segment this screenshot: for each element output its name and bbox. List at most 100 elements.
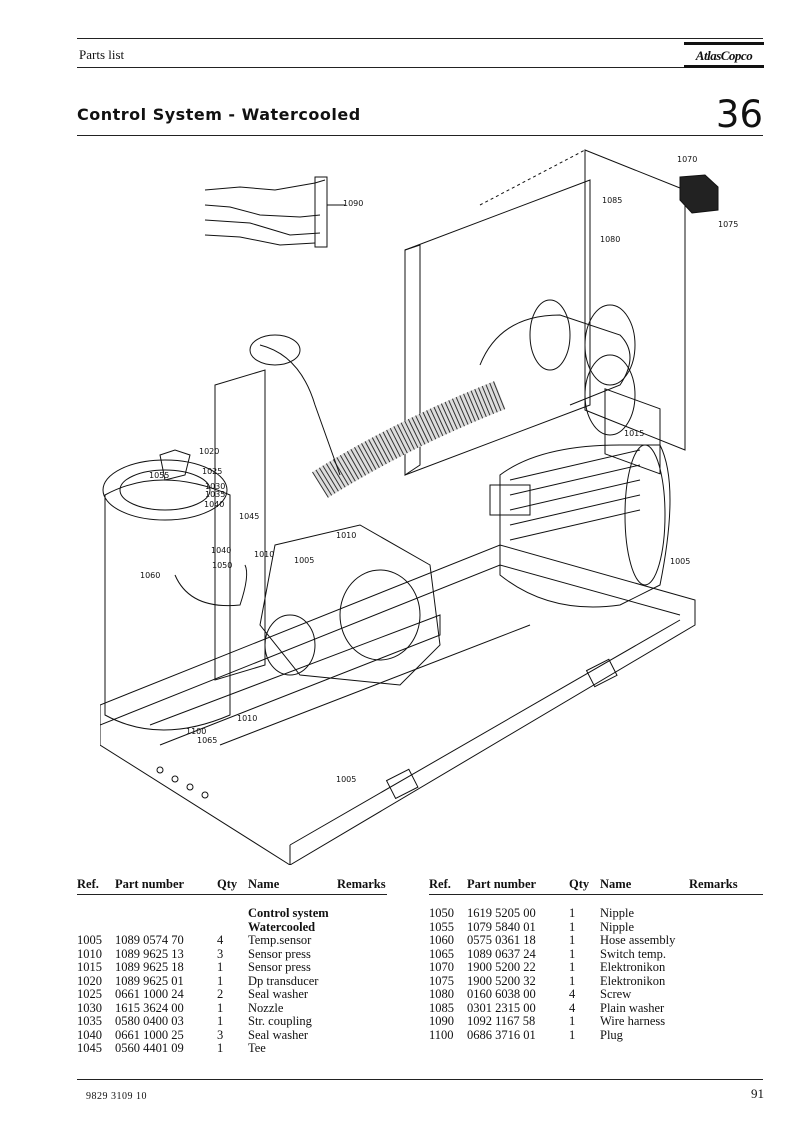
elektronikon-module (679, 174, 719, 214)
name-cell: Hose assembly (600, 933, 676, 947)
section-title: Control System - Watercooled (77, 105, 361, 124)
qty-cell: 1 (569, 1027, 576, 1042)
part-number-cell: 0575 0361 18 (467, 933, 536, 947)
ref-cell: 1040 (77, 1027, 102, 1042)
callout-label: 1005 (670, 557, 690, 566)
name-cell: Tee (248, 1041, 266, 1055)
callout-label: 1085 (602, 196, 622, 205)
vessel (102, 449, 231, 731)
compressor-element (259, 524, 441, 686)
callout-label: 1005 (294, 556, 314, 565)
callout-label: 1005 (336, 775, 356, 784)
qty-cell: 3 (217, 946, 224, 961)
ref-cell: 1035 (77, 1014, 102, 1028)
header-bottom-rule (77, 67, 763, 68)
table-header-row: Ref. Part number Qty Name Remarks (429, 877, 763, 895)
qty-cell: 3 (217, 1027, 224, 1042)
sensor-hose (174, 564, 248, 607)
document-number: 9829 3109 10 (86, 1091, 147, 1102)
qty-cell: 1 (217, 1014, 224, 1028)
wire-harness (204, 176, 345, 248)
flexible-hose (312, 381, 506, 498)
callout-label: 1045 (239, 512, 259, 521)
part-number-cell: 0580 0400 03 (115, 1014, 184, 1028)
name-cell: Dp transducer (248, 973, 319, 988)
callout-label: 1070 (677, 155, 697, 164)
callout-label: 1090 (343, 199, 363, 208)
name-cell: Nipple (600, 906, 635, 920)
column-remarks: Remarks (337, 877, 387, 895)
qty-cell: 1 (217, 960, 224, 974)
qty-cell: 1 (217, 1041, 224, 1055)
callout-label: 1020 (199, 447, 219, 456)
part-number-cell: 1092 1167 58 (467, 1014, 536, 1028)
ref-cell: 1010 (77, 946, 102, 961)
ref-cell: 1030 (77, 1000, 102, 1015)
section-number: 36 (715, 93, 763, 136)
qty-cell: 1 (217, 973, 224, 988)
part-number-cell: 0301 2315 00 (467, 1000, 536, 1015)
ref-cell: 1090 (429, 1014, 454, 1028)
ref-cell: 1065 (429, 946, 454, 961)
part-number-cell: 1079 5840 01 (467, 919, 536, 934)
base-frame (100, 544, 696, 865)
name-cell: Sensor press (248, 946, 311, 961)
footer-rule (77, 1079, 763, 1080)
callout-label: 1055 (149, 471, 169, 480)
name-cell: Screw (600, 987, 632, 1001)
parts-table-left: Ref. Part number Qty Name Remarks Contro… (77, 877, 387, 1056)
callouts: 1070 1085 1075 1080 1090 1015 1020 1025 … (140, 155, 738, 784)
qty-cell: 1 (217, 1000, 224, 1015)
name-cell: Nozzle (248, 1000, 284, 1015)
qty-cell: 1 (569, 960, 576, 974)
callout-label: 1025 (202, 467, 222, 476)
part-number-cell: 1619 5205 00 (467, 906, 536, 920)
atlas-copco-logo: AtlasCopco (684, 42, 764, 68)
name-cell: Str. coupling (248, 1014, 312, 1028)
qty-cell: 4 (569, 1000, 576, 1015)
callout-label: 1040 (211, 546, 231, 555)
header-top-rule (77, 38, 763, 39)
name-cell: Plain washer (600, 1000, 665, 1015)
name-cell: Seal washer (248, 987, 309, 1001)
part-number-cell: 1900 5200 32 (467, 973, 536, 988)
name-cell: Temp.sensor (248, 933, 312, 947)
exploded-drawing: 1070 1085 1075 1080 1090 1015 1020 1025 … (100, 149, 738, 865)
part-number-cell: 1089 9625 13 (115, 946, 184, 961)
ref-cell: 1045 (77, 1041, 102, 1055)
part-number-cell: 0686 3716 01 (467, 1027, 536, 1042)
ref-cell: 1075 (429, 973, 454, 988)
motor (489, 444, 671, 608)
qty-cell: 4 (217, 933, 224, 947)
header-label: Parts list (79, 47, 125, 62)
part-number-cell: 0160 6038 00 (467, 987, 536, 1001)
part-number-cell: 0661 1000 24 (115, 987, 184, 1001)
callout-label: 1030 (205, 482, 225, 491)
table-heading-line: Watercooled (248, 919, 316, 934)
ref-cell: 1005 (77, 933, 102, 947)
ref-cell: 1100 (429, 1027, 454, 1042)
page-number: 91 (751, 1086, 764, 1101)
part-number-cell: 1089 9625 18 (115, 960, 184, 974)
part-number-cell: 1900 5200 22 (467, 960, 536, 974)
table-heading-line: Control system (248, 906, 329, 920)
callout-label: 1010 (254, 550, 274, 559)
qty-cell: 1 (569, 933, 576, 947)
callout-label: 1050 (212, 561, 232, 570)
column-name: Name (600, 877, 689, 895)
callout-label: 1010 (237, 714, 257, 723)
name-cell: Sensor press (248, 960, 311, 974)
callout-label: 1100 (186, 727, 206, 736)
callout-label: 1010 (336, 531, 356, 540)
qty-cell: 1 (569, 906, 576, 920)
